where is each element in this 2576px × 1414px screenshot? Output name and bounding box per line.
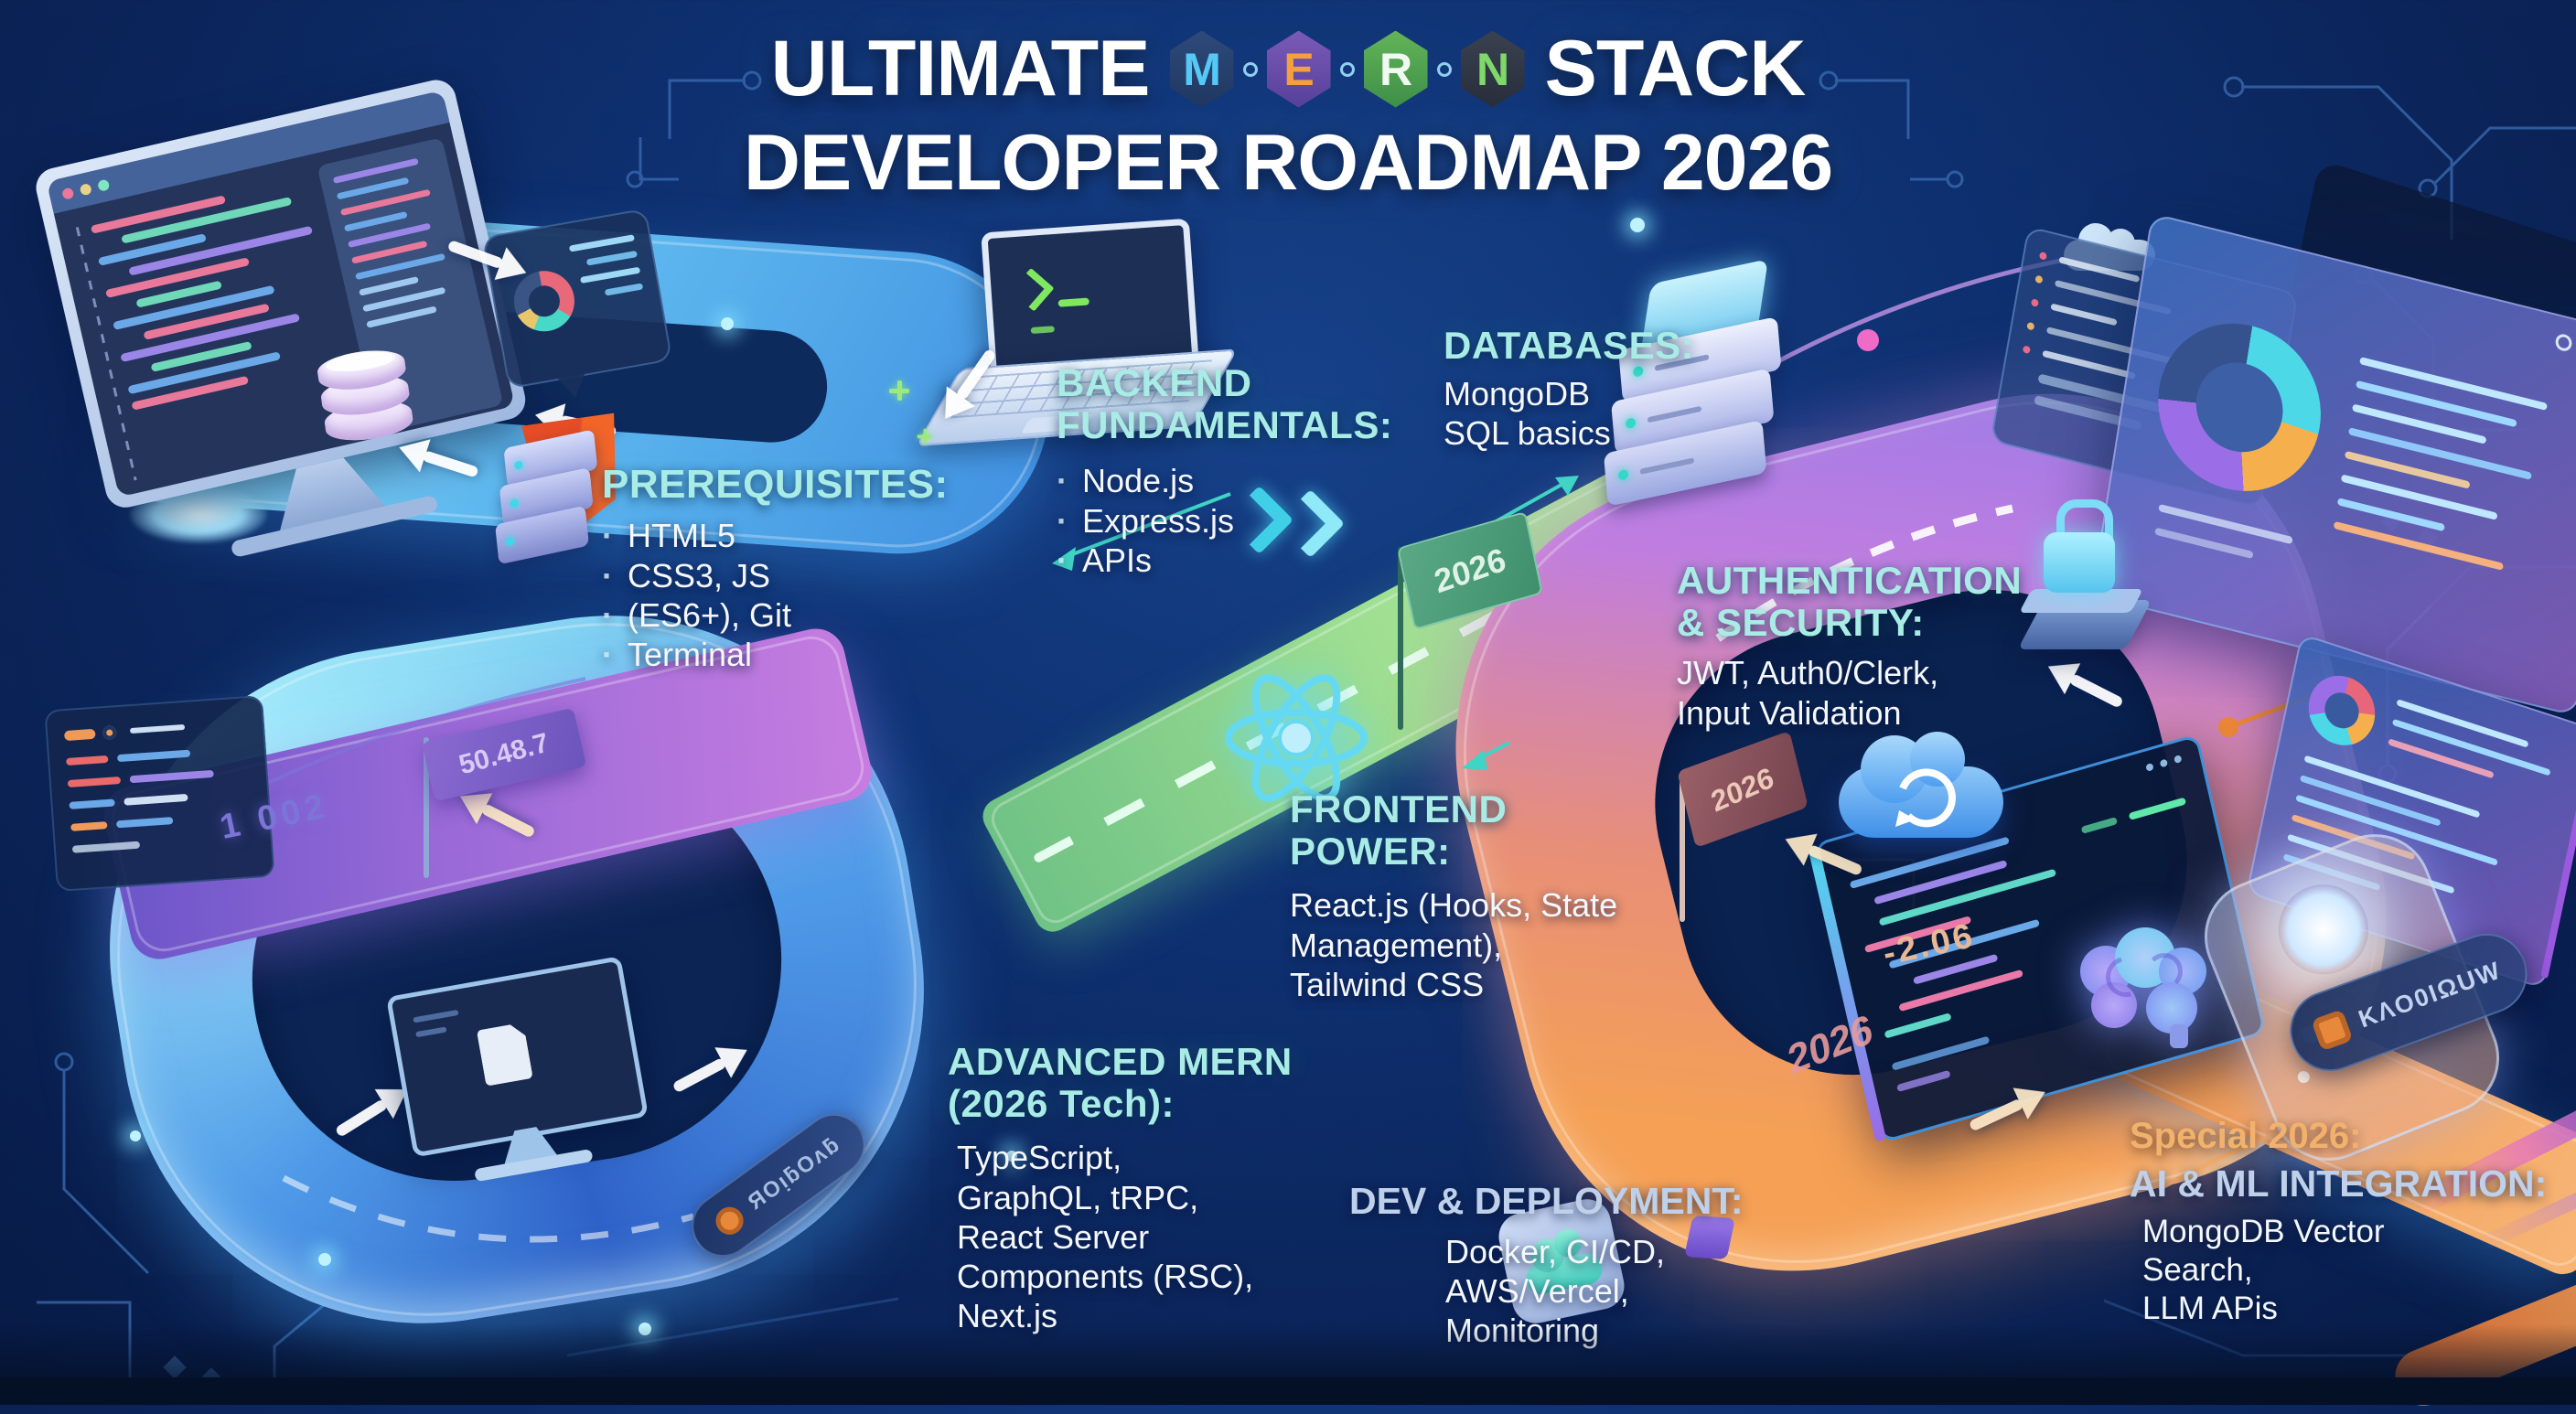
section-prerequisites: PREREQUISITES: HTML5 CSS3, JS (ES6+), Gi… <box>602 462 949 674</box>
section-special: Special 2026: AI & ML INTEGRATION: Mongo… <box>2130 1116 2547 1328</box>
section-line: React.js (Hooks, State <box>1290 886 1618 925</box>
section-line: Input Validation <box>1677 693 1902 732</box>
title-word-ultimate: ULTIMATE <box>770 25 1151 112</box>
flag-pole <box>1398 547 1403 730</box>
list-item: Node.js <box>1057 461 1392 500</box>
server-rack-icon <box>488 427 620 597</box>
section-line: TypeScript, <box>957 1139 1122 1177</box>
section-heading: PREREQUISITES: <box>602 462 949 507</box>
list-item: HTML5 <box>602 516 949 555</box>
cloud-sync-icon <box>1839 732 2012 851</box>
database-cylinders-icon <box>315 340 421 462</box>
sparkle-icon <box>917 428 933 445</box>
badge-square-icon <box>2311 1009 2354 1052</box>
page-title: ULTIMATE M E R N STACK DEVELOPER ROADMAP… <box>0 24 2576 209</box>
section-backend: BACKEND FUNDAMENTALS: Node.js Express.js… <box>1057 361 1393 580</box>
security-lock-icon <box>2017 492 2152 666</box>
section-heading: POWER: <box>1290 830 1451 873</box>
section-auth: AUTHENTICATION & SECURITY: JWT, Auth0/Cl… <box>1677 559 2023 733</box>
connector-dot-icon <box>1436 61 1452 77</box>
glow-dot <box>1006 1151 1017 1162</box>
section-heading: FUNDAMENTALS: <box>1057 403 1393 447</box>
section-databases: DATABASES: MongoDB SQL basics <box>1444 324 1695 454</box>
code-snippet-bubble <box>44 694 275 893</box>
section-line: GraphQL, tRPC, <box>957 1178 1199 1216</box>
section-line: Components (RSC), <box>957 1257 1254 1295</box>
list-item: CSS3, JS <box>602 556 949 595</box>
section-heading: DATABASES: <box>1444 324 1695 367</box>
list-item: APIs <box>1057 541 1392 580</box>
brain-icon <box>2075 926 2212 1048</box>
sparkle-icon <box>889 380 909 401</box>
badge-dot-icon <box>710 1201 749 1240</box>
section-line: Tailwind CSS <box>1290 965 1485 1003</box>
glow-dot <box>130 1130 141 1141</box>
section-line: SQL basics <box>1444 414 1611 453</box>
glow-dot <box>1630 218 1645 232</box>
section-advanced: ADVANCED MERN (2026 Tech): TypeScript, G… <box>948 1040 1293 1335</box>
title-word-stack: STACK <box>1544 25 1807 112</box>
section-line: MongoDB Vector <box>2142 1214 2385 1249</box>
list-item: Terminal <box>602 635 949 674</box>
section-heading: ADVANCED MERN <box>948 1040 1293 1083</box>
section-kicker: Special 2026: <box>2130 1116 2362 1156</box>
connector-dot-icon <box>1242 61 1258 77</box>
section-heading: & SECURITY: <box>1677 601 1925 645</box>
speech-bubble-chart <box>481 208 673 401</box>
section-heading: AI & ML INTEGRATION: <box>2130 1162 2548 1205</box>
section-heading: BACKEND <box>1057 361 1252 404</box>
section-line: MongoDB <box>1444 375 1591 413</box>
section-heading: AUTHENTICATION <box>1677 559 2023 602</box>
glow-dot <box>721 317 734 330</box>
react-logo-icon <box>1225 674 1368 802</box>
section-line: React Server <box>957 1217 1150 1256</box>
section-heading: (2026 Tech): <box>948 1082 1175 1126</box>
monitor-on-road-icon <box>386 956 657 1205</box>
section-line: Management), <box>1290 926 1503 964</box>
bottom-strip <box>0 1377 2576 1405</box>
list-item: Express.js <box>1057 501 1392 541</box>
mern-badge-m: M <box>1169 30 1234 108</box>
connector-dot-icon <box>1339 61 1355 77</box>
flag-pole <box>424 737 429 878</box>
section-line: AWS/Vercel, <box>1445 1272 1629 1311</box>
flag-pole <box>1680 776 1685 922</box>
title-line-1: ULTIMATE M E R N STACK <box>0 24 2576 114</box>
bottom-fade <box>0 1324 2576 1379</box>
mern-badge-r: R <box>1363 30 1428 108</box>
glow-dot <box>318 1253 331 1266</box>
mern-badge-n: N <box>1460 30 1525 108</box>
section-line: Docker, CI/CD, <box>1445 1233 1666 1270</box>
section-frontend: FRONTEND POWER: React.js (Hooks, State M… <box>1290 787 1618 1004</box>
section-line: JWT, Auth0/Clerk, <box>1677 654 1939 692</box>
list-item: (ES6+), Git <box>602 595 949 635</box>
section-line: LLM APis <box>2142 1291 2278 1326</box>
mern-badge-e: E <box>1266 30 1331 108</box>
section-line: Search, <box>2142 1252 2253 1288</box>
title-line-2: DEVELOPER ROADMAP 2026 <box>743 119 1833 207</box>
section-heading: FRONTEND <box>1290 787 1508 830</box>
section-heading: DEV & DEPLOYMENT: <box>1349 1180 1744 1222</box>
